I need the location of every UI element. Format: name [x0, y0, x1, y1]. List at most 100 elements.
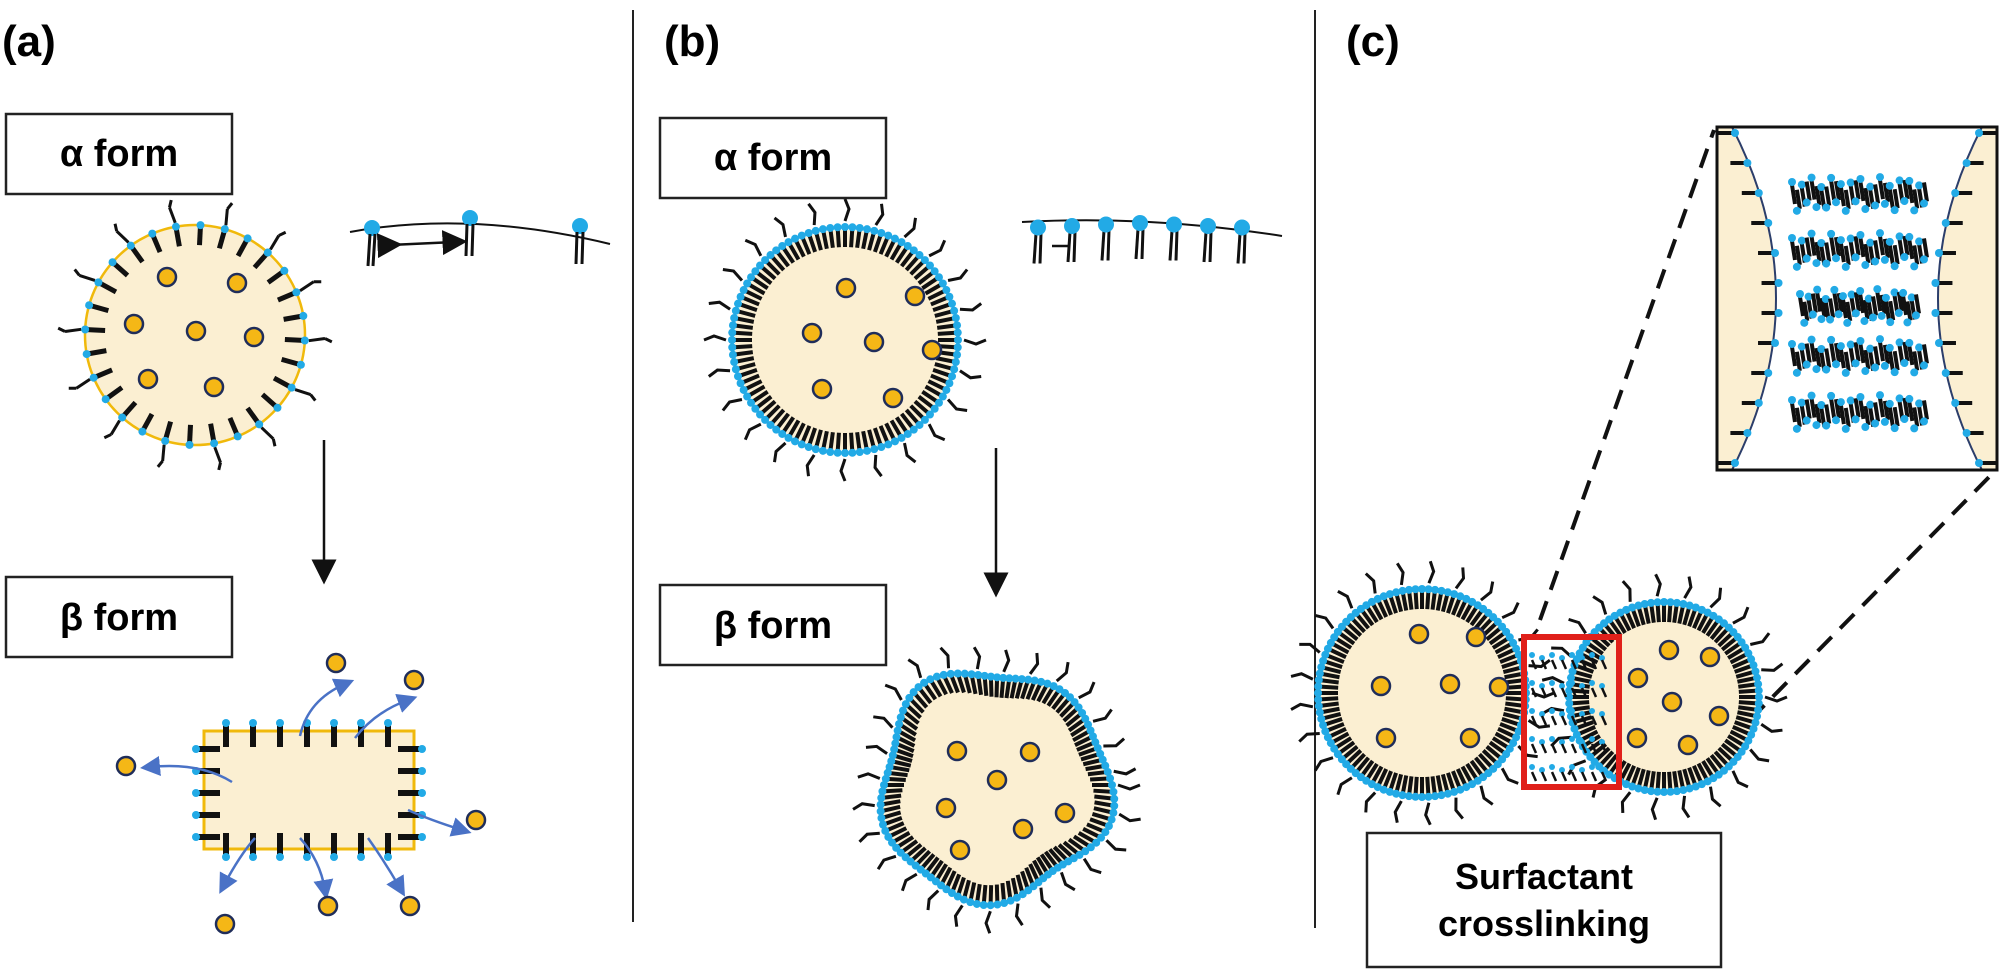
surfactant-tail-outer: [1749, 748, 1770, 763]
surfactant-head: [1876, 335, 1884, 344]
surfactant-head: [1628, 782, 1637, 791]
surfactant-head: [1800, 318, 1809, 327]
surfactant-tail: [1809, 398, 1817, 418]
surfactant-head: [855, 448, 864, 457]
surfactant-tail-outer: [1454, 797, 1464, 820]
surfactant-head: [1097, 833, 1106, 842]
surfactant-head: [1807, 229, 1816, 238]
surfactant-head: [1774, 309, 1783, 317]
surfactant-head: [1098, 755, 1107, 764]
surfactant-tail: [1858, 293, 1866, 314]
surfactant-head: [909, 425, 918, 434]
surfactant-tail: [1236, 233, 1242, 264]
surfactant-tail: [1878, 397, 1885, 418]
surfactant-head: [1634, 601, 1643, 610]
surfactant-head: [1871, 363, 1880, 372]
surfactant-tail: [1853, 180, 1861, 200]
surfactant-tail-outer: [1541, 676, 1565, 685]
oil-particle: [1054, 802, 1076, 824]
surfactant-head: [950, 365, 959, 374]
surfactant-tail: [1530, 743, 1538, 754]
surfactant-tail: [150, 234, 163, 254]
surfactant-tail: [1560, 743, 1568, 754]
surfactant-tail-outer: [1364, 572, 1377, 594]
surfactant-tail: [1888, 300, 1896, 321]
oil-particle: [986, 769, 1008, 791]
panel-c-letter: (c): [1346, 17, 1400, 66]
zoom-callout-line-left: [1538, 129, 1716, 621]
surfactant-tail: [1540, 687, 1548, 698]
surfactant-tail-outer: [903, 217, 917, 239]
surfactant-head: [1836, 180, 1845, 189]
surfactant-head: [878, 820, 887, 829]
surfactant-head: [1373, 594, 1382, 603]
surfactant-tail-outer: [113, 223, 119, 232]
surfactant-head: [1653, 598, 1662, 607]
surfactant-tail-outer: [1568, 617, 1587, 635]
surfactant-tail: [1590, 771, 1598, 782]
surfactant-head: [826, 223, 835, 232]
surfactant-head: [897, 433, 906, 442]
surfactant-head: [1512, 644, 1521, 653]
surfactant-tail: [1540, 659, 1548, 670]
particles-alpha-a: [123, 266, 265, 398]
oil-particle: [226, 272, 248, 294]
oil-particle: [863, 331, 885, 353]
surfactant-head: [1569, 680, 1575, 686]
surfactant-tail-outer: [1592, 595, 1608, 615]
surfactant-head: [797, 231, 806, 240]
surfactant-head: [1827, 391, 1836, 400]
surfactant-tail-outer: [1314, 613, 1335, 630]
surfactant-tail: [1168, 230, 1174, 261]
surfactant-head: [418, 789, 426, 797]
surfactant-tail-outer: [959, 302, 983, 312]
surfactant-head: [1895, 338, 1904, 347]
surfactant-tail: [1843, 351, 1851, 372]
surfactant-tail: [1902, 341, 1910, 362]
surfactant-tail-outer: [1118, 812, 1141, 823]
surfactant-head: [999, 673, 1008, 682]
surfactant-tail: [1834, 180, 1841, 201]
surfactant-head: [1754, 699, 1763, 708]
surfactant-head: [1754, 705, 1763, 714]
surfactant-head: [778, 242, 787, 251]
oil-particle: [399, 895, 421, 917]
surfactant-head: [1672, 598, 1681, 607]
surfactant-head: [1920, 361, 1928, 370]
surfactant-tail-outer: [805, 454, 816, 477]
surfactant-head: [292, 288, 301, 297]
surfactant-tail: [1794, 407, 1802, 428]
surfactant-head: [890, 234, 899, 243]
surfactant-head: [1315, 669, 1324, 678]
surfactant-head: [804, 228, 813, 237]
surfactant-tail-outer: [1105, 839, 1127, 852]
surfactant-head: [1975, 129, 1983, 137]
surfactant-tail: [1815, 292, 1823, 312]
surfactant-tail-outer: [75, 378, 91, 390]
surfactant-tail-outer: [1620, 791, 1632, 813]
surfactant-tail: [1905, 301, 1913, 321]
surfactant-head: [1599, 655, 1605, 661]
surfactant-tail: [1853, 398, 1861, 418]
surfactant-head: [1529, 708, 1535, 714]
surfactant-head: [1539, 683, 1545, 689]
surfactant-head: [1514, 727, 1523, 736]
surfactant-tail: [1824, 404, 1832, 424]
surfactant-head: [728, 336, 736, 344]
surfactant-tail: [1863, 349, 1871, 370]
surfactant-tail-outer: [721, 398, 743, 412]
surfactant-tail: [1840, 298, 1848, 319]
surfactant-tail-outer: [984, 910, 992, 934]
surfactant-head: [730, 358, 739, 367]
surfactant-tail-outer: [884, 683, 903, 701]
surfactant-tail-outer: [1500, 767, 1519, 785]
interface-curve-a: [349, 222, 611, 245]
surfactant-tail: [1134, 228, 1140, 260]
surfactant-tail: [1912, 351, 1920, 371]
surfactant-head: [171, 222, 180, 231]
surfactant-tail-outer: [873, 715, 894, 729]
surfactant-tail: [1540, 743, 1548, 754]
surfactant-head: [1647, 598, 1656, 607]
surfactant-head: [1817, 400, 1826, 409]
